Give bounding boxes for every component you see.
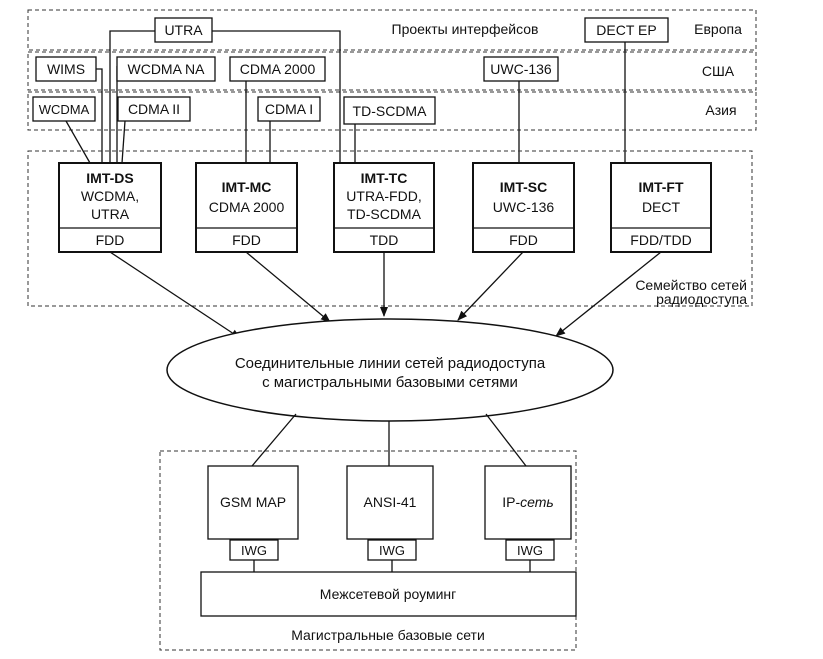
- connector-ellipse-gsm: [251, 413, 297, 467]
- svg-text:CDMA I: CDMA I: [265, 101, 313, 117]
- imt-ds-mode: FDD: [96, 232, 125, 248]
- imt-tc-mode: TDD: [370, 232, 399, 248]
- connector-cdmaii-ds: [121, 120, 126, 164]
- core-networks-title: Магистральные базовые сети: [291, 627, 485, 643]
- ran-arrows: [109, 251, 662, 339]
- svg-text:IWG: IWG: [379, 543, 405, 558]
- links-line2: с магистральными базовыми сетями: [262, 374, 518, 391]
- connector-wcdma-ds: [65, 120, 91, 164]
- iwg-ansi: IWG: [367, 539, 417, 572]
- imt-mc-line1: CDMA 2000: [209, 199, 285, 215]
- svg-text:WIMS: WIMS: [47, 61, 85, 77]
- arrow-ds: [109, 251, 241, 339]
- proposal-uwc136: UWC-136: [483, 56, 559, 82]
- proposal-boxes: UTRA DECT EP WIMS WCDMA NA CDMA 2000 UWC…: [32, 17, 669, 125]
- svg-text:TD-SCDMA: TD-SCDMA: [353, 103, 428, 119]
- imt-sc-mode: FDD: [509, 232, 538, 248]
- proposal-wims: WIMS: [35, 56, 97, 82]
- proposal-td-scdma: TD-SCDMA: [343, 96, 436, 125]
- imt-ft-box: IMT-FT DECT FDD/TDD: [610, 162, 712, 253]
- imt-tc-box: IMT-TC UTRA-FDD, TD-SCDMA TDD: [333, 162, 435, 253]
- core-connectors: [251, 413, 527, 467]
- imt-tc-line2: TD-SCDMA: [347, 206, 422, 222]
- imt-mc-box: IMT-MC CDMA 2000 FDD: [195, 162, 298, 253]
- svg-text:WCDMA NA: WCDMA NA: [128, 61, 206, 77]
- imt-ft-line1: DECT: [642, 199, 681, 215]
- interface-regions: Проекты интерфейсов Европа США Азия: [27, 9, 757, 131]
- connector-utra-tc: [212, 30, 341, 163]
- imt-tc-line1: UTRA-FDD,: [346, 188, 421, 204]
- imt-ds-box: IMT-DS WCDMA, UTRA FDD: [58, 162, 162, 253]
- imt-mc-name: IMT-MC: [222, 179, 272, 195]
- connector-ellipse-ip: [485, 413, 527, 467]
- proposal-utra: UTRA: [154, 17, 213, 43]
- iwg-ip: IWG: [505, 539, 555, 572]
- svg-text:WCDMA: WCDMA: [39, 102, 90, 117]
- core-ansi41: ANSI-41: [346, 465, 434, 540]
- core-frame: [159, 450, 577, 651]
- svg-text:CDMA II: CDMA II: [128, 101, 180, 117]
- inter-network-roaming: Межсетевой роуминг: [200, 571, 577, 617]
- europe-band: [27, 9, 757, 51]
- ran-core-links-ellipse: Соединительные линии сетей радиодоступа …: [166, 318, 614, 422]
- imt-ds-line2: UTRA: [91, 206, 130, 222]
- interfaces-title: Проекты интерфейсов: [392, 21, 539, 37]
- proposal-cdma-i: CDMA I: [257, 96, 321, 122]
- imt-sc-box: IMT-SC UWC-136 FDD: [472, 162, 575, 253]
- svg-text:CDMA 2000: CDMA 2000: [240, 61, 316, 77]
- proposal-cdma2000: CDMA 2000: [229, 56, 326, 82]
- svg-text:IP-сеть: IP-сеть: [502, 494, 554, 510]
- imt-sc-line1: UWC-136: [493, 199, 555, 215]
- links-line1: Соединительные линии сетей радиодоступа: [235, 355, 546, 372]
- iwg-gsm: IWG: [229, 539, 279, 572]
- asia-band: [27, 91, 757, 131]
- imt-ds-name: IMT-DS: [86, 170, 133, 186]
- proposal-dect-ep: DECT EP: [584, 17, 669, 43]
- svg-text:GSM MAP: GSM MAP: [220, 494, 286, 510]
- core-ip-network: IP-сеть: [484, 465, 572, 540]
- imt-sc-name: IMT-SC: [500, 179, 547, 195]
- proposal-wcdma-na: WCDMA NA: [116, 56, 216, 82]
- core-gsm-map: GSM MAP: [207, 465, 299, 540]
- arrow-sc: [457, 251, 524, 321]
- svg-text:UTRA: UTRA: [164, 22, 203, 38]
- imt-mc-mode: FDD: [232, 232, 261, 248]
- connector-utra-ds: [109, 30, 155, 163]
- svg-text:UWC-136: UWC-136: [490, 61, 552, 77]
- proposal-connectors: [65, 30, 626, 164]
- imt-ft-mode: FDD/TDD: [630, 232, 691, 248]
- arrow-ft: [555, 251, 662, 337]
- svg-text:DECT EP: DECT EP: [596, 22, 656, 38]
- imt-ds-line1: WCDMA,: [81, 188, 139, 204]
- ran-family-label-1: Семейство сетей: [635, 277, 747, 293]
- ran-family-label-2: радиодоступа: [656, 291, 747, 307]
- svg-text:IWG: IWG: [241, 543, 267, 558]
- region-label-usa: США: [702, 63, 735, 79]
- svg-text:ANSI-41: ANSI-41: [364, 494, 417, 510]
- svg-text:Межсетевой роуминг: Межсетевой роуминг: [320, 586, 457, 602]
- imt-ft-name: IMT-FT: [638, 179, 684, 195]
- region-label-asia: Азия: [705, 102, 736, 118]
- region-label-europe: Европа: [694, 21, 742, 37]
- proposal-wcdma: WCDMA: [32, 96, 96, 122]
- imt-tc-name: IMT-TC: [361, 170, 408, 186]
- usa-band: [27, 51, 757, 91]
- ran-family-frame: [27, 150, 753, 307]
- connector-wims-ds: [96, 68, 103, 163]
- svg-text:IWG: IWG: [517, 543, 543, 558]
- proposal-cdma-ii: CDMA II: [117, 96, 191, 122]
- arrow-mc: [245, 251, 331, 323]
